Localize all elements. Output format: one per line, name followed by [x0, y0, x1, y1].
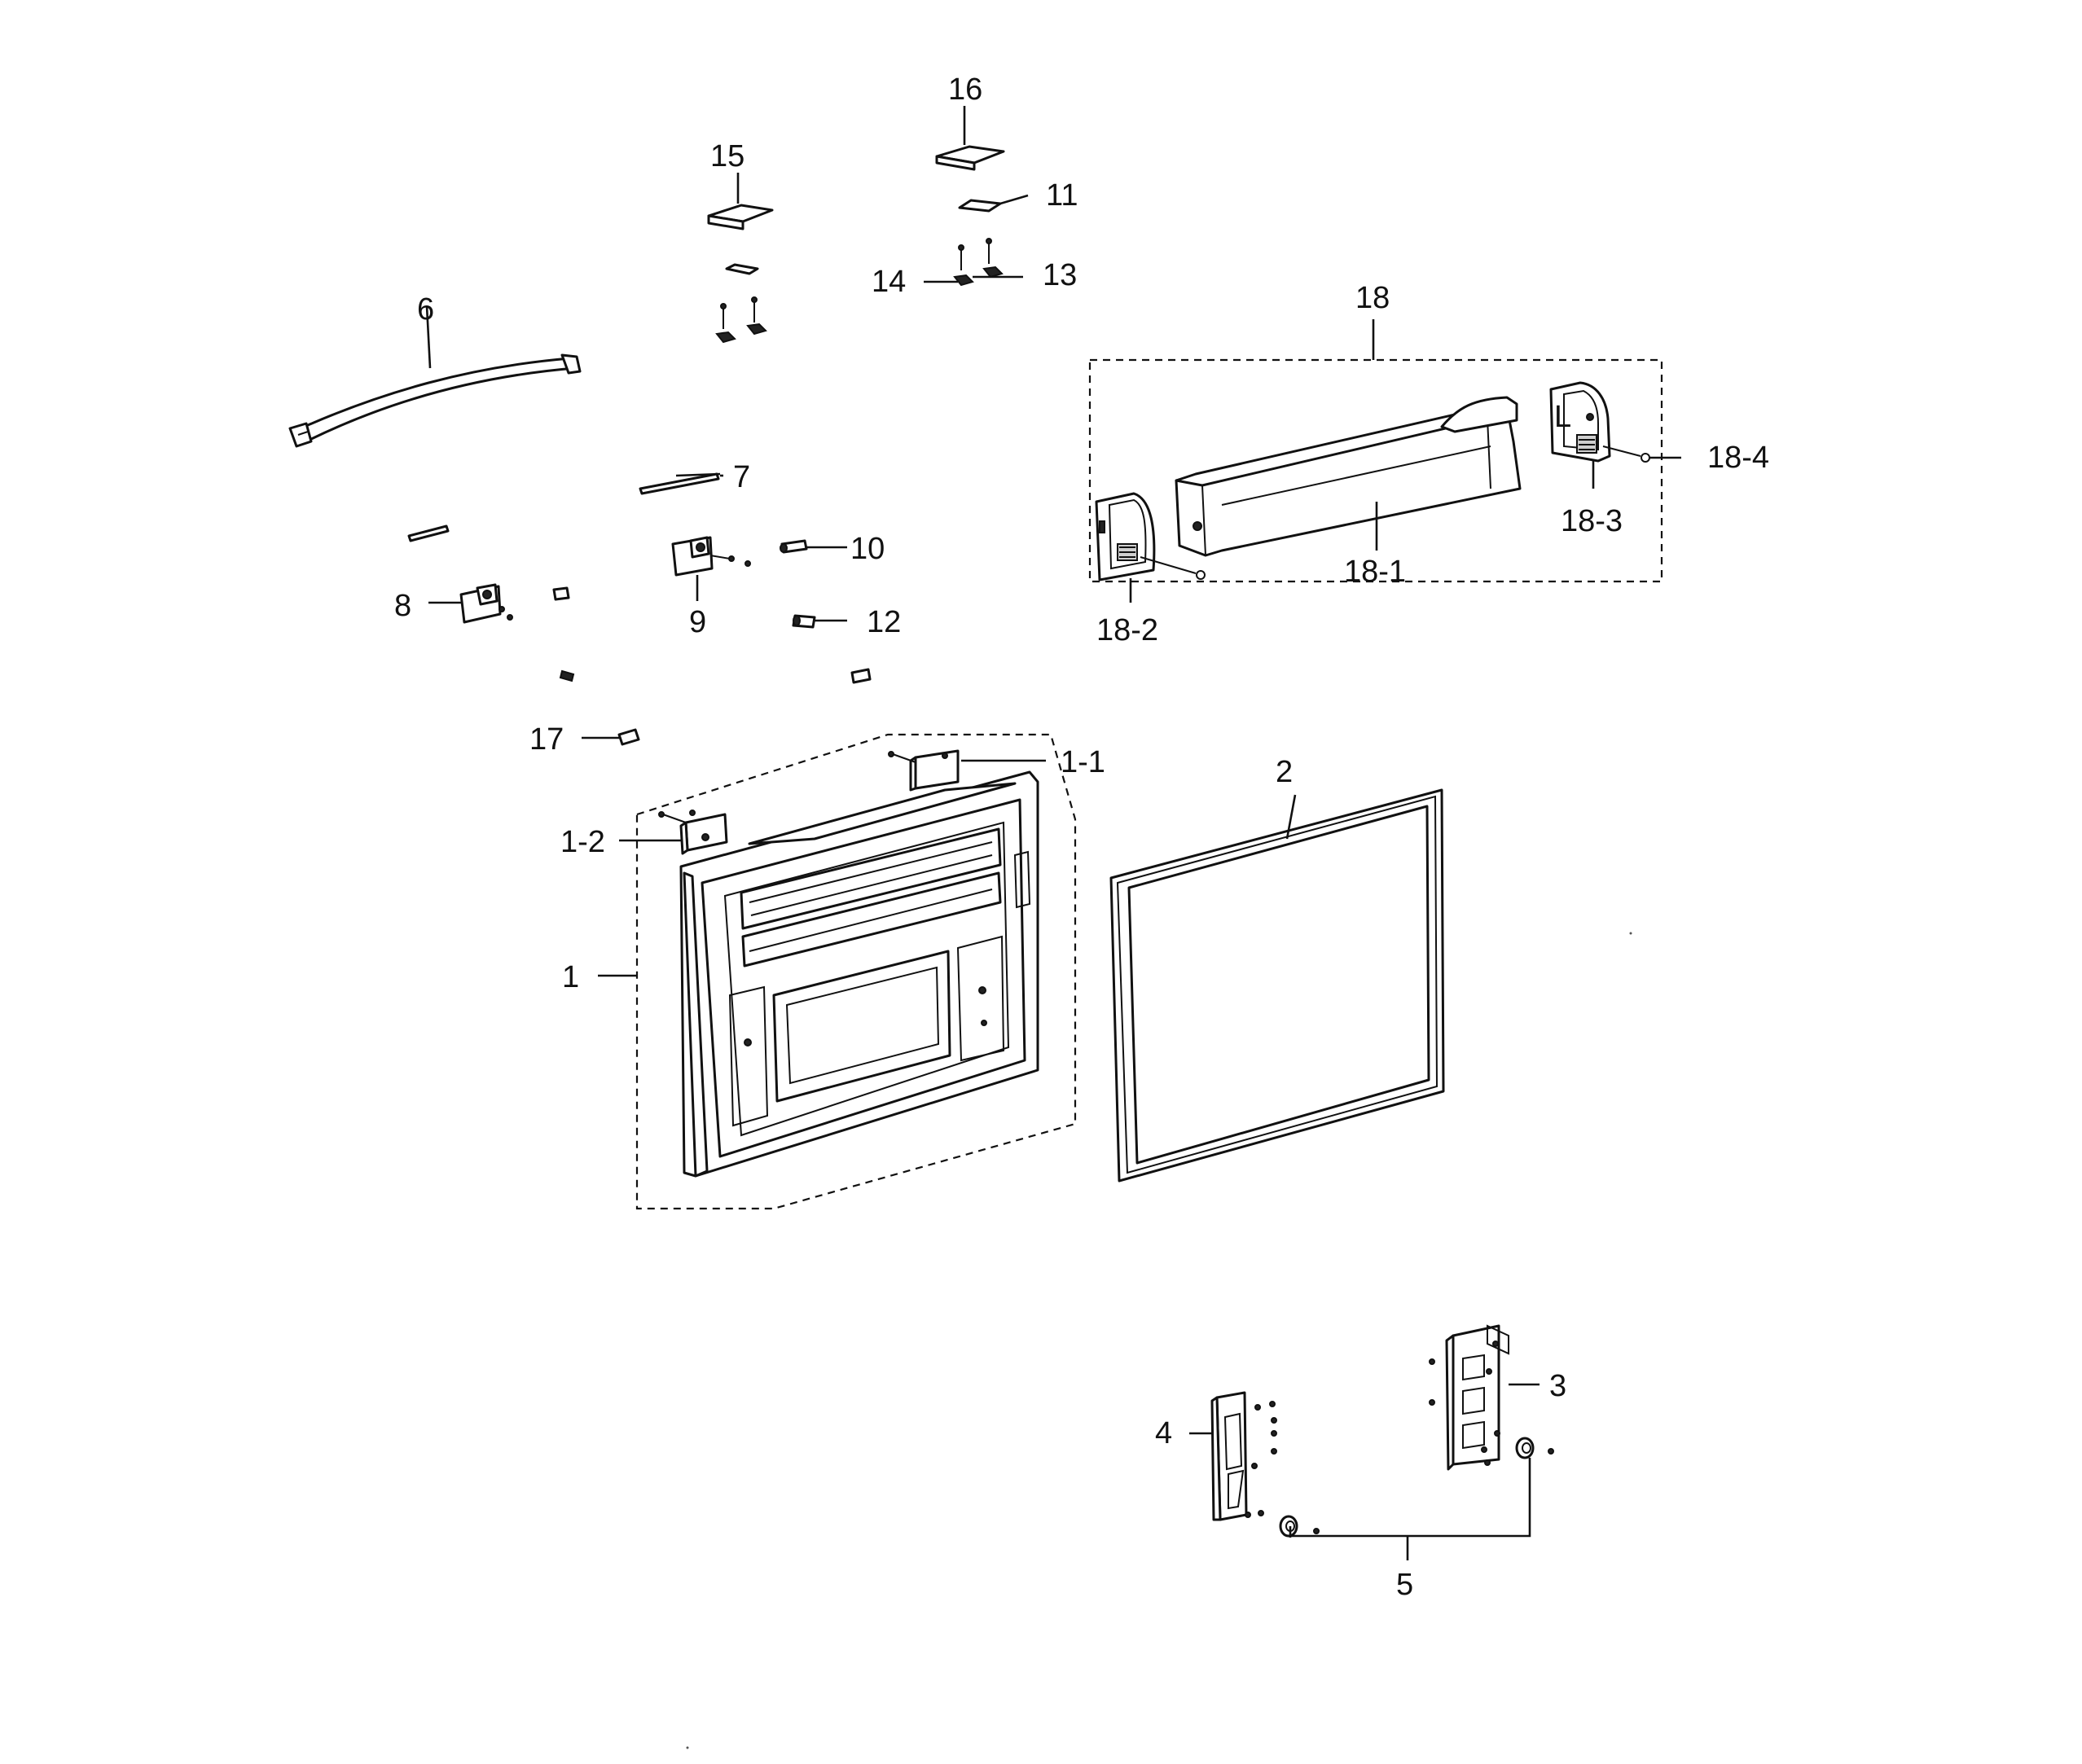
part-11 — [958, 199, 1002, 213]
rod-left — [407, 524, 450, 542]
callout-18-1: 18-1 — [1344, 555, 1406, 589]
callout-1-1: 1-1 — [1061, 745, 1105, 779]
part-13-14-hardware — [715, 238, 1004, 344]
callout-17: 17 — [529, 722, 564, 757]
bin-cap-letter: L — [1554, 400, 1571, 434]
callout-18: 18 — [1355, 281, 1390, 315]
callout-18-3: 18-3 — [1561, 504, 1623, 538]
callout-16: 16 — [948, 72, 982, 107]
part-3-bracket — [1429, 1324, 1509, 1471]
part-1-door-assembly — [635, 733, 1077, 1210]
callout-labels: 16 15 11 14 13 6 7 10 8 9 12 17 1-1 1-2 … — [394, 72, 1769, 1602]
callout-13: 13 — [1043, 258, 1077, 292]
pin-left-lower — [559, 669, 575, 682]
part-15 — [707, 204, 774, 230]
callout-8: 8 — [394, 589, 411, 623]
callout-6: 6 — [417, 292, 434, 327]
part-1-1-bracket — [888, 749, 960, 792]
part-16 — [935, 145, 1005, 171]
callout-9: 9 — [689, 605, 706, 639]
part-2-gasket — [1109, 788, 1445, 1183]
bracket-right-lower — [850, 668, 872, 684]
part-18-bin-assembly: L — [1088, 358, 1663, 583]
callout-15: 15 — [710, 139, 745, 173]
callout-12: 12 — [867, 605, 901, 639]
part-7-rod — [639, 472, 720, 495]
part-8-hinge — [459, 583, 513, 624]
part-1-2-bracket — [658, 810, 728, 855]
callout-7: 7 — [733, 460, 750, 494]
callout-14: 14 — [872, 265, 906, 299]
callout-1: 1 — [562, 960, 579, 994]
callout-18-2: 18-2 — [1096, 613, 1158, 647]
part-5-bushings — [1279, 1437, 1554, 1538]
callout-1-2: 1-2 — [560, 825, 605, 859]
callout-18-4: 18-4 — [1707, 441, 1769, 475]
callout-10: 10 — [850, 532, 885, 566]
pin-near-8 — [552, 586, 570, 601]
callout-11: 11 — [1046, 178, 1078, 213]
part-4-bracket — [1210, 1391, 1277, 1521]
callout-3: 3 — [1549, 1369, 1566, 1403]
part-12-pin — [792, 614, 816, 629]
part-17 — [617, 728, 640, 746]
callout-2: 2 — [1276, 755, 1293, 789]
plate-under-15 — [725, 263, 759, 275]
part-6-handle — [288, 353, 582, 448]
part-10-pin — [780, 539, 808, 554]
callout-5: 5 — [1396, 1568, 1413, 1602]
callout-4: 4 — [1155, 1416, 1172, 1450]
part-9-hinge — [671, 536, 751, 577]
leader-lines — [425, 106, 1681, 1560]
